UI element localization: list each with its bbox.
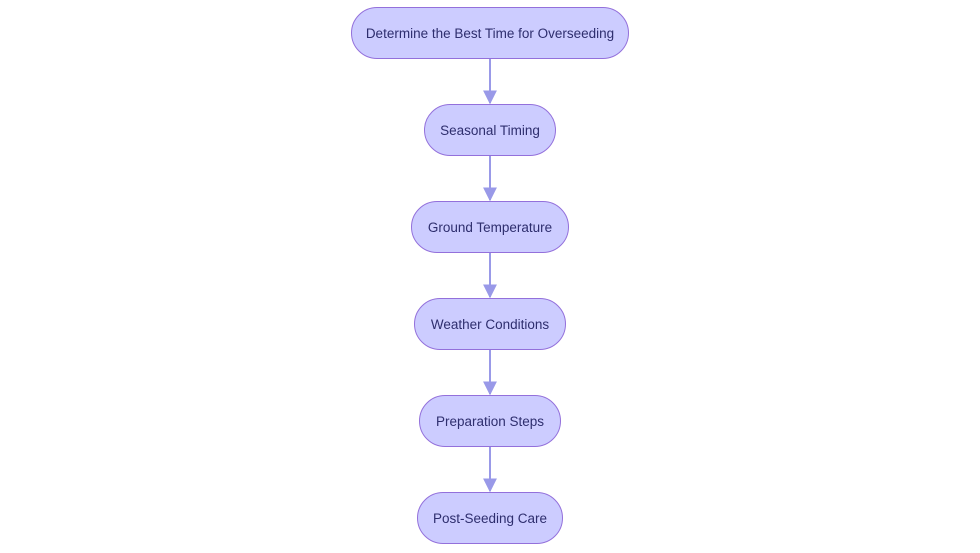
node-label: Ground Temperature bbox=[427, 219, 553, 235]
node-ground-temperature: Ground Temperature bbox=[411, 201, 569, 253]
node-label: Seasonal Timing bbox=[440, 122, 540, 138]
node-seasonal-timing: Seasonal Timing bbox=[424, 104, 556, 156]
node-label: Preparation Steps bbox=[435, 413, 545, 429]
node-weather-conditions: Weather Conditions bbox=[414, 298, 566, 350]
node-label: Determine the Best Time for Overseeding bbox=[365, 25, 615, 41]
node-preparation-steps: Preparation Steps bbox=[419, 395, 561, 447]
node-post-seeding-care: Post-Seeding Care bbox=[417, 492, 563, 544]
node-label: Weather Conditions bbox=[430, 316, 550, 332]
node-label: Post-Seeding Care bbox=[432, 510, 548, 526]
node-determine-best-time: Determine the Best Time for Overseeding bbox=[351, 7, 629, 59]
